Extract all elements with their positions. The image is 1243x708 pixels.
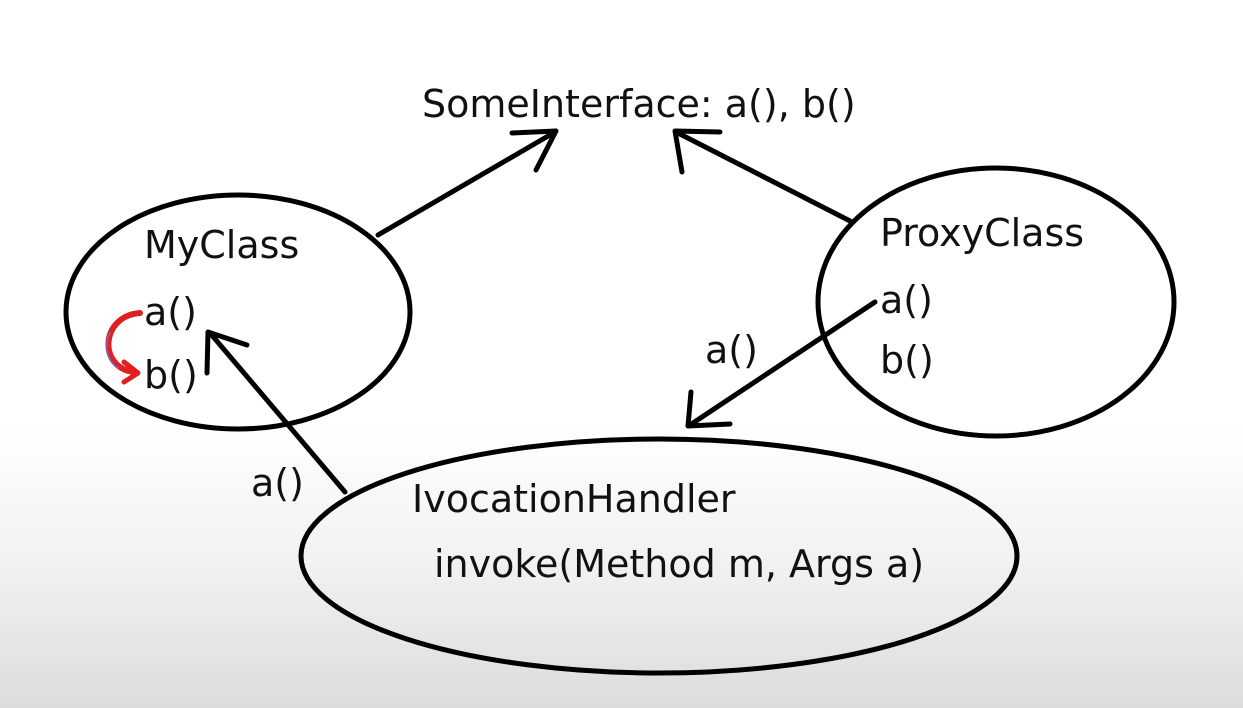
handler-title: IvocationHandler [412,477,736,521]
proxyclass-method-b: b() [880,338,934,382]
arrow-proxyclass-to-handler [685,299,878,429]
handler-node: IvocationHandler invoke(Method m, Args a… [298,436,1020,676]
myclass-title: MyClass [144,223,299,267]
myclass-node: MyClass a() b() [63,192,413,432]
proxyclass-method-a: a() [880,278,933,322]
proxyclass-title: ProxyClass [880,211,1084,255]
myclass-method-b: b() [144,353,198,397]
myclass-ellipse [63,192,413,432]
arrow-proxyclass-to-interface [672,128,855,225]
handler-ellipse [298,436,1020,676]
interface-label: SomeInterface: a(), b() [422,82,856,126]
arrow-myclass-to-interface [375,128,559,238]
proxyclass-node: ProxyClass a() b() [815,165,1177,439]
handler-method: invoke(Method m, Args a) [434,542,924,586]
edge-label-handler-to-myclass: a() [251,461,304,505]
edge-label-proxy-to-handler: a() [705,328,758,372]
self-call-arrow-icon [105,310,143,385]
proxyclass-ellipse [815,165,1177,439]
myclass-method-a: a() [144,290,197,334]
arrow-handler-to-myclass [204,329,348,495]
